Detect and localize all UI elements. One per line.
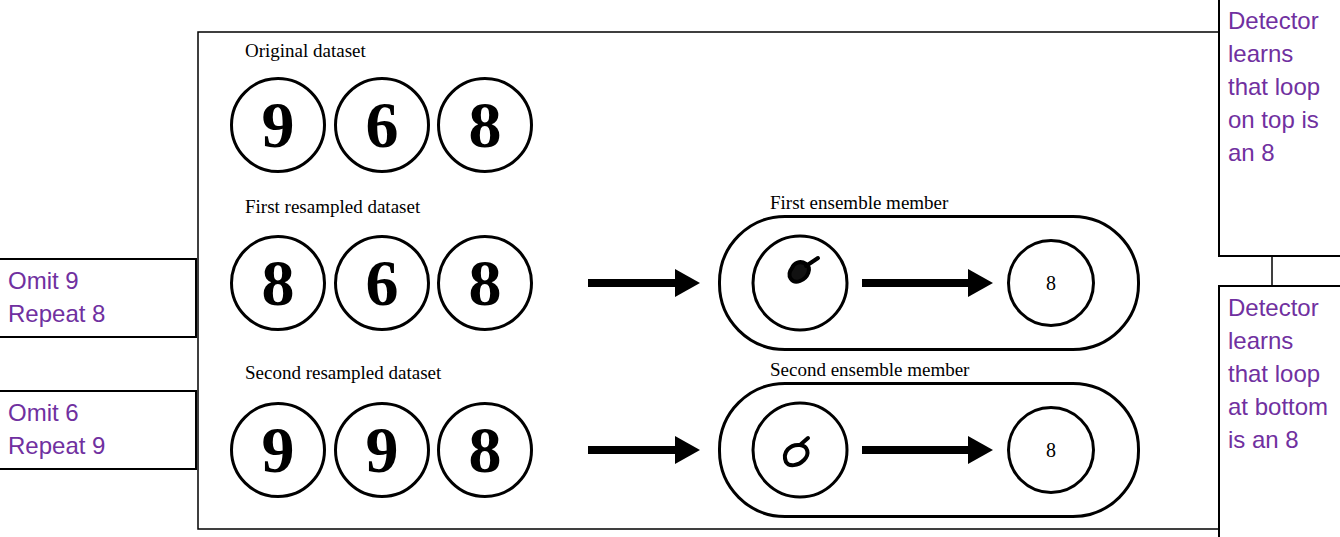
ensemble-member-box: First ensemble member8 — [718, 215, 1140, 351]
member-heading: Second ensemble member — [767, 359, 972, 381]
ensemble-member-box: Second ensemble member8 — [718, 382, 1140, 518]
digit-label: 6 — [366, 250, 399, 316]
digit-label: 9 — [262, 92, 295, 158]
digit-label: 9 — [262, 417, 295, 483]
digit-label: 8 — [1046, 440, 1056, 460]
digit-circle: 8 — [437, 235, 533, 331]
inner-arrow — [862, 279, 968, 287]
output-circle: 8 — [1007, 406, 1095, 494]
output-circle: 8 — [1007, 239, 1095, 327]
digit-circle: 8 — [437, 77, 533, 173]
bagging-arrow — [588, 446, 675, 454]
frame — [198, 32, 1272, 529]
annotation-text: Omit 9 Repeat 8 — [8, 264, 133, 330]
annotation-box: Omit 6 Repeat 9 — [0, 390, 197, 470]
dataset-label: Second resampled dataset — [243, 362, 443, 384]
bagging-arrow — [588, 279, 675, 287]
annotation-box: Detector learns that loop at bottom is a… — [1218, 285, 1340, 537]
digit-label: 8 — [1046, 273, 1056, 293]
digit-circle: 8 — [437, 402, 533, 498]
digit-label: 8 — [262, 250, 295, 316]
annotation-box: Detector learns that loop on top is an 8 — [1218, 0, 1340, 257]
digit-label: 8 — [469, 250, 502, 316]
dataset-label: Original dataset — [243, 40, 368, 62]
dataset-label: First resampled dataset — [243, 196, 422, 218]
annotation-text: Detector learns that loop on top is an 8 — [1228, 4, 1332, 169]
digit-circle: 6 — [334, 77, 430, 173]
digit-circle: 8 — [230, 235, 326, 331]
inner-arrow — [862, 446, 968, 454]
annotation-text: Detector learns that loop at bottom is a… — [1228, 291, 1332, 456]
digit-label: 9 — [366, 417, 399, 483]
digit-circle: 9 — [334, 402, 430, 498]
loop-top-sketch — [790, 258, 818, 282]
member-heading: First ensemble member — [767, 192, 951, 214]
digit-label: 6 — [366, 92, 399, 158]
loop-bottom-sketch — [785, 438, 808, 465]
digit-label: 8 — [469, 92, 502, 158]
digit-circle: 6 — [334, 235, 430, 331]
annotation-text: Omit 6 Repeat 9 — [8, 396, 133, 462]
input-circle — [753, 403, 847, 497]
annotation-box: Omit 9 Repeat 8 — [0, 258, 197, 338]
digit-circle: 9 — [230, 77, 326, 173]
input-circle — [753, 236, 847, 330]
digit-circle: 9 — [230, 402, 326, 498]
digit-label: 8 — [469, 417, 502, 483]
